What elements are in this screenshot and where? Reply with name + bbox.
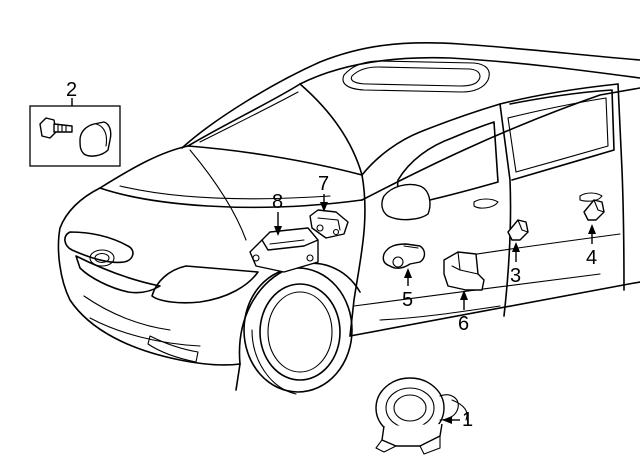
cap-icon: [79, 121, 112, 157]
callout-8: 8: [272, 191, 283, 213]
car-body-outline: [57, 42, 640, 395]
callout-4: 4: [586, 247, 597, 269]
callout-7: 7: [318, 173, 329, 195]
callout-numbers: 1 2 3 4 5 6 7 8: [66, 79, 597, 431]
part-3-sensor: [507, 219, 529, 241]
part-5-sensor: [382, 243, 426, 269]
bolt-icon: [39, 117, 73, 139]
callout-5: 5: [402, 289, 413, 311]
part-6-bracket: [443, 251, 485, 291]
callout-3: 3: [510, 265, 521, 287]
callout-2: 2: [66, 79, 77, 101]
callout-6: 6: [458, 313, 469, 335]
part-8-module: [249, 227, 319, 273]
callout-1: 1: [462, 409, 473, 431]
part-4-sensor: [583, 199, 605, 221]
callout-leaders: [71, 98, 596, 424]
part-7-sensor: [309, 209, 349, 239]
part-1-clock-spring: [375, 377, 468, 455]
part-2-inset: [29, 101, 121, 167]
